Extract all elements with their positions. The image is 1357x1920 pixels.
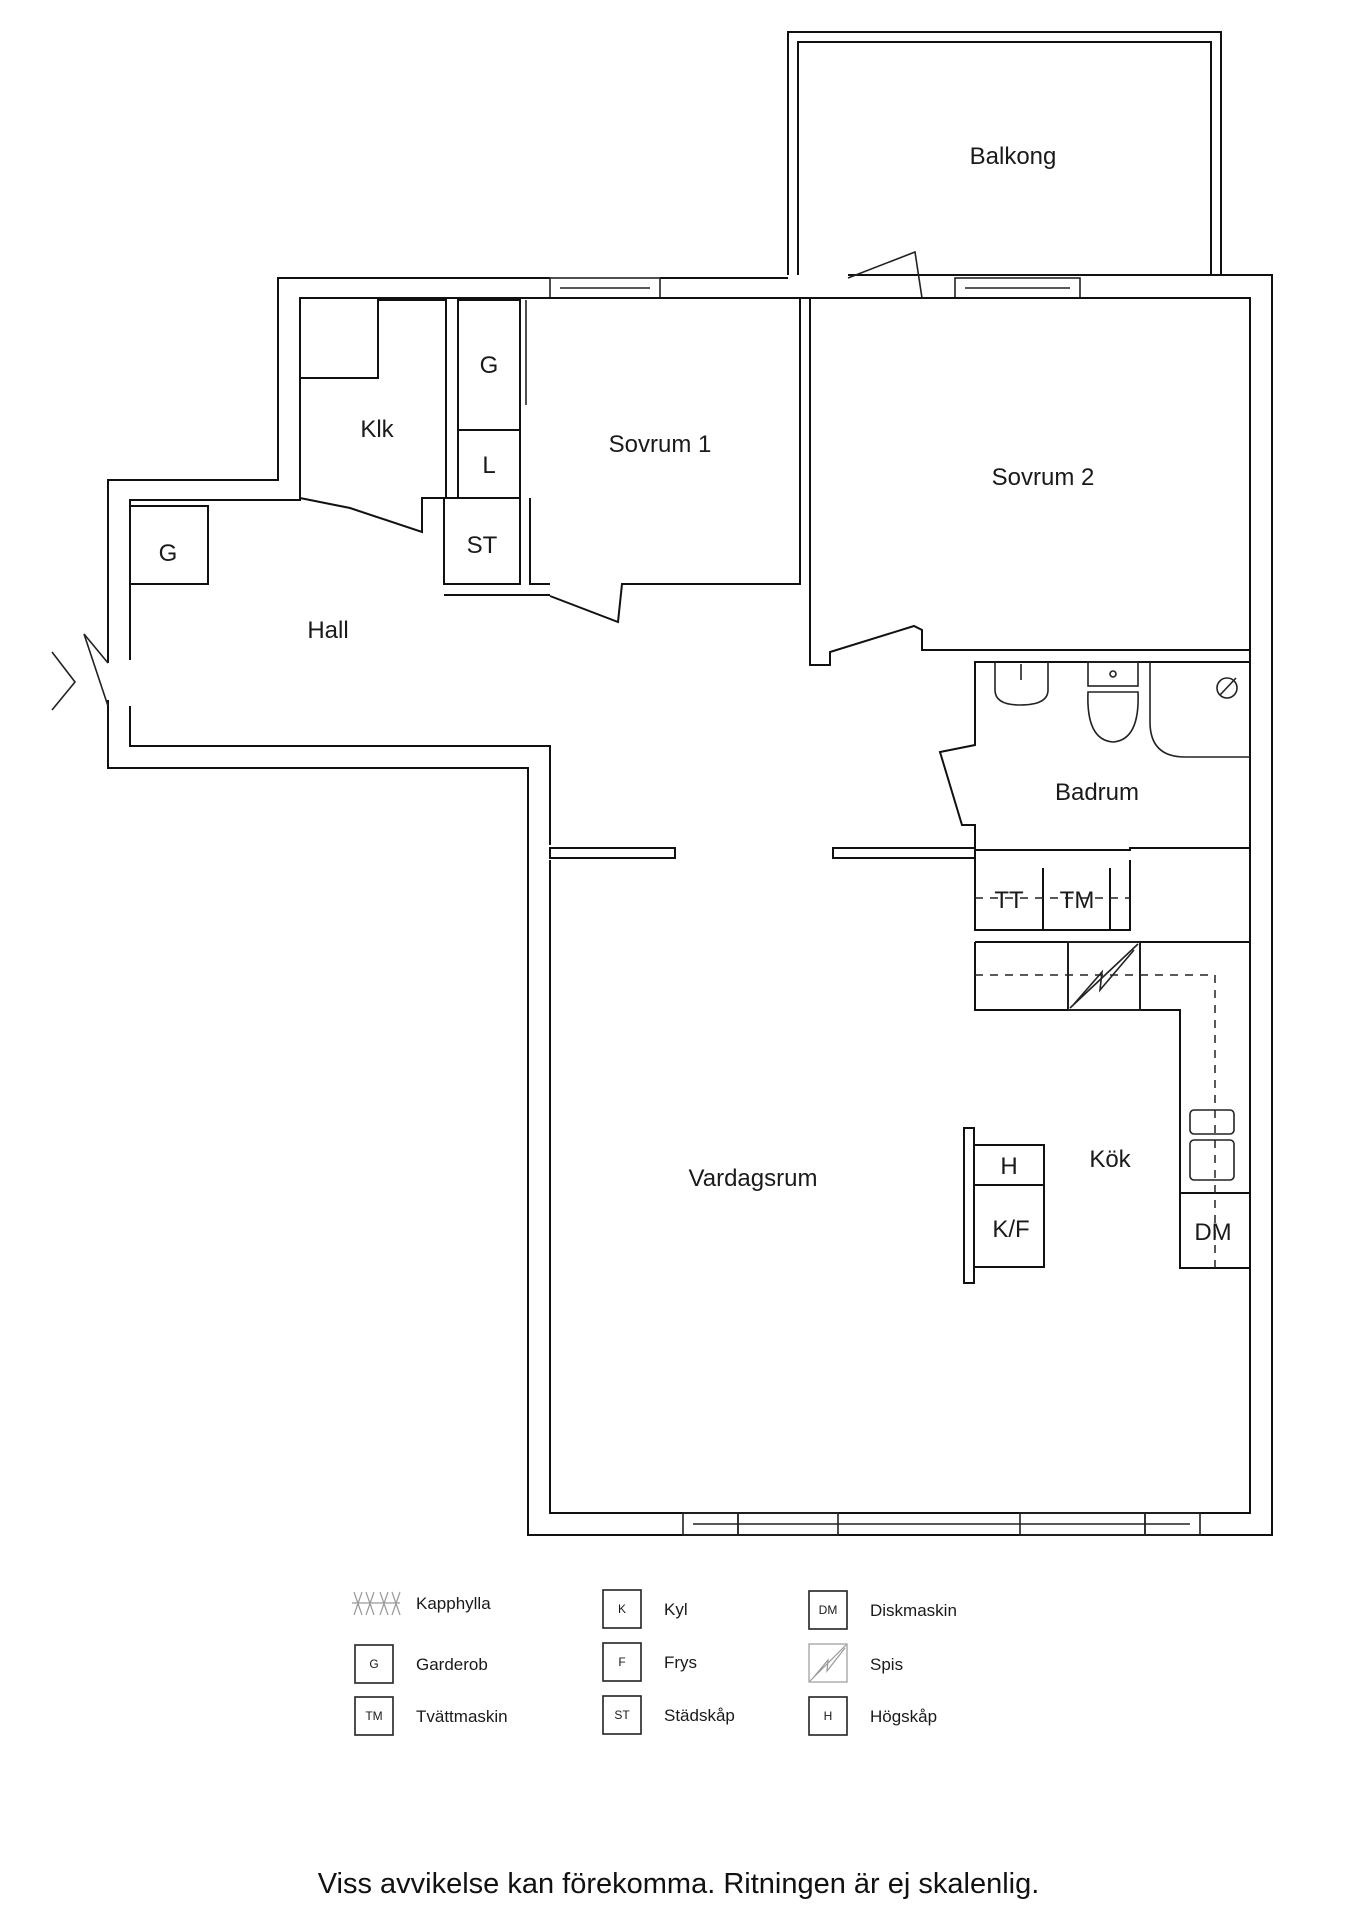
klk-room xyxy=(299,299,447,534)
legend-code: F xyxy=(618,1655,625,1669)
legend-label: Diskmaskin xyxy=(870,1601,957,1620)
legend-item-spis: Spis xyxy=(808,1643,903,1683)
label-g-closet: G xyxy=(480,352,499,379)
label-badrum: Badrum xyxy=(1055,779,1139,806)
legend-code: ST xyxy=(614,1708,630,1722)
kitchen-island xyxy=(963,1127,1045,1284)
legend-item-tvattmaskin: TM Tvättmaskin xyxy=(354,1696,508,1736)
balcony-door xyxy=(847,250,923,299)
label-sovrum1: Sovrum 1 xyxy=(609,431,712,458)
legend-item-kyl: K Kyl xyxy=(602,1589,688,1629)
legend-code: DM xyxy=(819,1603,838,1617)
badrum-room xyxy=(938,661,1250,860)
legend-code: TM xyxy=(365,1709,382,1723)
kitchen-counter xyxy=(974,941,1251,1269)
stove-icon xyxy=(808,1643,848,1683)
legend-item-diskmaskin: DM Diskmaskin xyxy=(808,1590,957,1630)
legend-label: Kapphylla xyxy=(416,1594,491,1613)
legend-code: G xyxy=(369,1657,378,1671)
windows xyxy=(549,277,1201,1536)
legend-code: K xyxy=(618,1602,626,1616)
coat-rack-icon xyxy=(352,1591,401,1616)
label-hall: Hall xyxy=(307,617,348,644)
label-sovrum2: Sovrum 2 xyxy=(992,464,1095,491)
legend-label: Högskåp xyxy=(870,1707,937,1726)
label-vardagsrum: Vardagsrum xyxy=(689,1165,818,1192)
label-kok: Kök xyxy=(1089,1146,1131,1173)
legend-label: Frys xyxy=(664,1653,697,1672)
partitions xyxy=(549,847,976,859)
legend-item-hogskap: H Högskåp xyxy=(808,1696,937,1736)
label-klk: Klk xyxy=(360,416,394,443)
sovrum2-room xyxy=(809,297,1251,666)
legend-item-frys: F Frys xyxy=(602,1642,697,1682)
label-g-hall: G xyxy=(159,540,178,567)
label-tt: TT xyxy=(994,887,1024,914)
legend-label: Spis xyxy=(870,1655,903,1674)
laundry-area xyxy=(974,860,1131,931)
legend-code: H xyxy=(824,1709,833,1723)
label-tm: TM xyxy=(1060,887,1095,914)
stove-icon xyxy=(1067,941,1141,1011)
label-balkong: Balkong xyxy=(970,143,1057,170)
balcony xyxy=(787,31,1222,275)
label-l-closet: L xyxy=(482,452,495,479)
legend-label: Tvättmaskin xyxy=(416,1707,508,1726)
legend-label: Garderob xyxy=(416,1655,488,1674)
sovrum1-room xyxy=(522,297,801,624)
legend: Kapphylla G Garderob TM Tvättmaskin K Ky… xyxy=(352,1589,957,1736)
legend-item-kapphylla: Kapphylla xyxy=(352,1591,491,1616)
label-st-closet: ST xyxy=(467,532,498,559)
label-kf: K/F xyxy=(992,1216,1029,1243)
legend-label: Kyl xyxy=(664,1600,688,1619)
label-h: H xyxy=(1000,1153,1017,1180)
label-dm: DM xyxy=(1194,1219,1231,1246)
legend-item-stadskap: ST Städskåp xyxy=(602,1695,735,1735)
disclaimer-text: Viss avvikelse kan förekomma. Ritningen … xyxy=(317,1868,1040,1900)
legend-label: Städskåp xyxy=(664,1706,735,1725)
legend-item-garderob: G Garderob xyxy=(354,1644,488,1684)
closets xyxy=(129,299,550,596)
